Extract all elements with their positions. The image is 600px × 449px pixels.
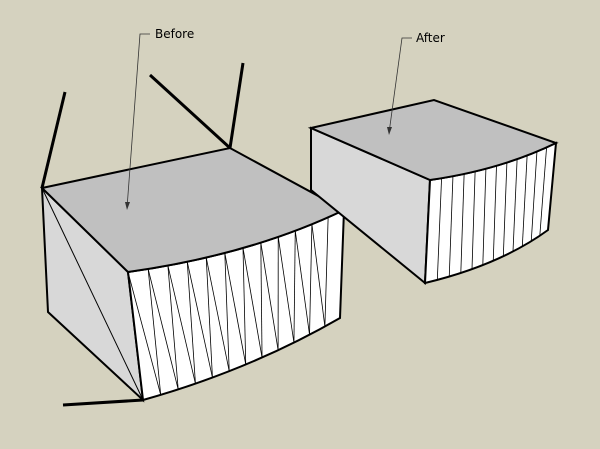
before-stray-edge [62, 398, 144, 407]
after-model [307, 98, 559, 286]
segment-edge [324, 217, 329, 327]
segment-edge [260, 242, 263, 358]
segment-edge [521, 155, 528, 247]
before-left-face-diagonal [41, 187, 144, 401]
segment-diagonal [294, 230, 310, 335]
segment-diagonal [224, 252, 247, 365]
segment-diagonal [167, 265, 196, 384]
segment-edge [460, 173, 465, 273]
segment-edge [492, 165, 497, 261]
segment-edge [293, 230, 296, 343]
segment-edge [471, 171, 476, 270]
segment-edge [224, 252, 230, 372]
segment-edge [436, 178, 442, 280]
after-label: After [416, 31, 445, 45]
segment-diagonal [260, 242, 279, 351]
segment-edge [482, 168, 487, 266]
segment-edge [205, 257, 213, 378]
segment-edge [530, 151, 538, 242]
segment-diagonal [277, 236, 295, 343]
segment-edge [309, 224, 313, 335]
segment-edge [167, 265, 179, 390]
before-label: Before [155, 27, 194, 41]
segment-diagonal [186, 261, 213, 378]
after-face-segments [436, 147, 547, 280]
segment-edge [448, 176, 454, 277]
before-stray-edge [228, 62, 245, 149]
segment-diagonal [311, 224, 326, 327]
segment-edge [502, 162, 508, 257]
segment-diagonal [147, 268, 179, 390]
segment-edge [242, 247, 247, 365]
segment-edge [147, 268, 162, 395]
segment-edge [186, 261, 196, 384]
before-model [39, 62, 347, 407]
after-top-face [307, 98, 559, 182]
after-label-callout: After [387, 31, 445, 135]
segment-edge [539, 147, 547, 236]
before-stray-edge [40, 91, 67, 189]
segment-diagonal [205, 257, 230, 372]
segment-diagonal [242, 247, 263, 358]
before-label-callout: Before [125, 27, 194, 210]
before-face-segments [127, 217, 329, 395]
segment-diagonal [127, 271, 162, 395]
segment-edge [512, 159, 518, 252]
before-stray-edge [148, 73, 232, 150]
